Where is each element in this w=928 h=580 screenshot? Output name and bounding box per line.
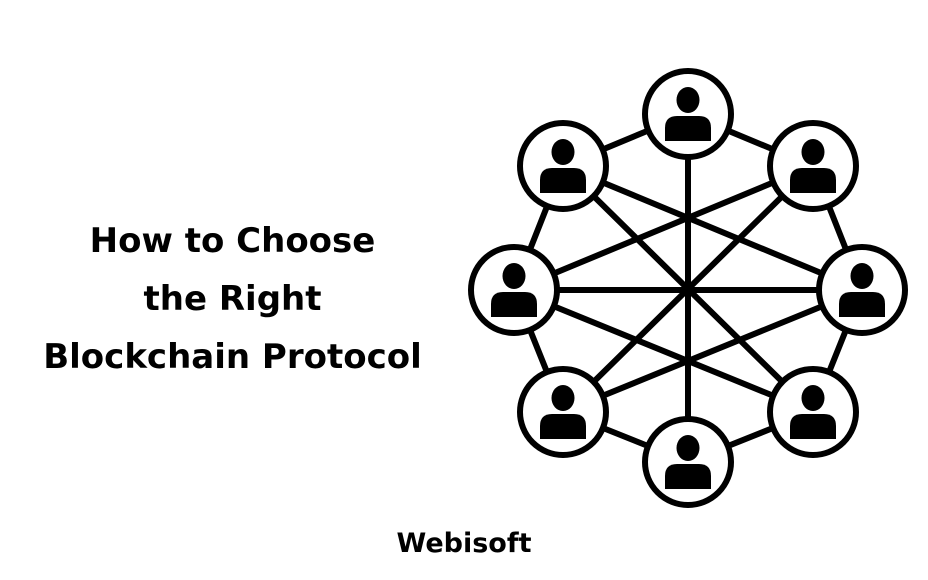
page-title: How to Choose the Right Blockchain Proto…: [20, 212, 445, 386]
node-bottom-right: [767, 366, 859, 458]
node-top: [642, 68, 734, 160]
node-top-left: [517, 120, 609, 212]
title-line-1: How to Choose: [89, 221, 376, 261]
title-line-2: the Right: [143, 279, 322, 319]
edge: [511, 163, 816, 293]
edge: [560, 163, 816, 415]
title-line-3: Blockchain Protocol: [43, 337, 422, 377]
node-bottom-left: [517, 366, 609, 458]
cross-edges: [511, 111, 865, 465]
edge: [511, 287, 816, 415]
edge: [560, 163, 865, 293]
node-top-right: [767, 120, 859, 212]
node-bottom: [642, 416, 734, 508]
edge: [560, 287, 865, 415]
node-right: [816, 244, 908, 336]
node-left: [468, 244, 560, 336]
brand-name: Webisoft: [396, 528, 532, 559]
